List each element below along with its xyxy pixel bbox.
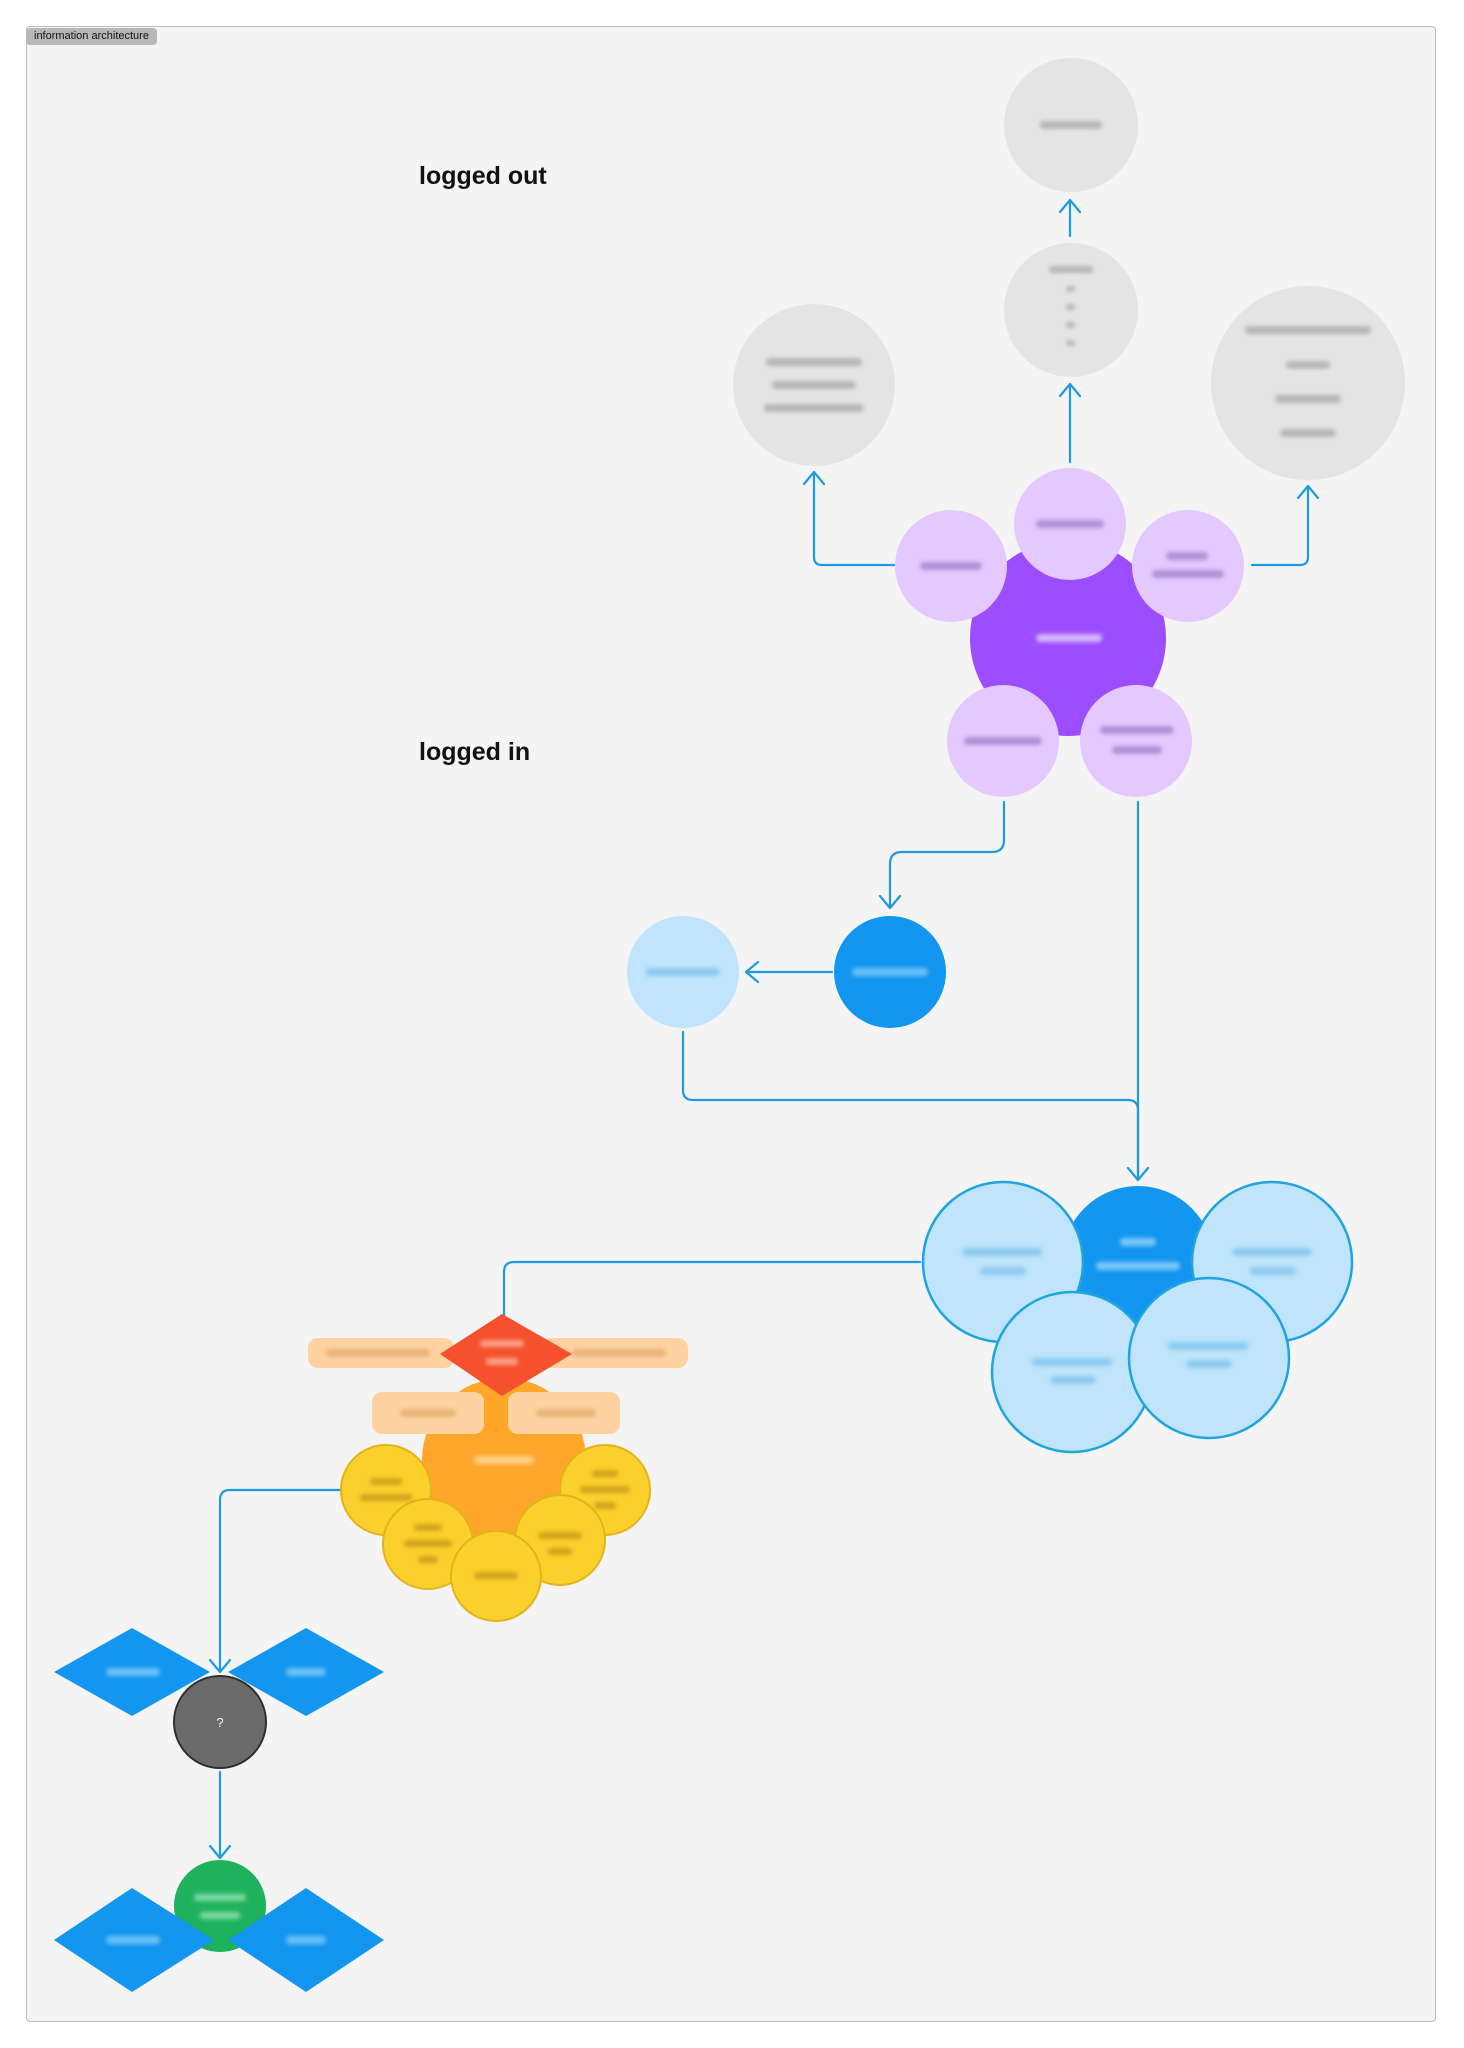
blurred-label — [1096, 1238, 1180, 1270]
decision-label: ? — [216, 1715, 223, 1730]
blurred-label — [326, 1349, 666, 1417]
blurred-label — [106, 1668, 326, 1676]
connector-cluster-to-orange — [502, 1260, 922, 1320]
blurred-label — [1100, 726, 1174, 754]
purple-node-bottom-right[interactable] — [1080, 685, 1192, 797]
red-decision-diamond[interactable] — [440, 1314, 572, 1396]
connector-blue-to-light — [744, 960, 834, 984]
blue-satellite-bottom-right[interactable] — [1127, 1276, 1291, 1440]
connector-yellow-to-diamond — [208, 1488, 342, 1674]
blurred-label — [1040, 121, 1102, 129]
blurred-label — [106, 1894, 326, 1944]
connector-purple-down — [1126, 800, 1150, 1182]
connector-right-branch — [1250, 484, 1320, 567]
blurred-label — [920, 562, 982, 570]
blurred-label — [480, 1340, 524, 1365]
section-label-logged-in: logged in — [419, 738, 531, 766]
connector-top-to-upper — [1058, 198, 1082, 238]
connector-purple-to-blue — [878, 800, 1006, 910]
blurred-label — [1049, 266, 1093, 346]
blurred-label — [1152, 552, 1224, 578]
blurred-label — [962, 1248, 1312, 1384]
connector-left-branch — [802, 470, 896, 567]
connector-light-to-cluster — [681, 1030, 1140, 1178]
frame-title[interactable]: information architecture — [26, 28, 157, 45]
blurred-label — [1036, 520, 1104, 528]
blurred-label — [360, 1470, 630, 1579]
blurred-label — [1036, 634, 1102, 642]
blurred-label — [852, 968, 928, 976]
connectors — [208, 198, 1320, 1860]
connector-grey-to-green — [208, 1770, 232, 1860]
blurred-label — [474, 1456, 534, 1464]
green-node[interactable] — [174, 1860, 266, 1952]
blurred-label — [764, 358, 864, 412]
blurred-label — [1245, 326, 1371, 437]
grey-decision-node[interactable] — [173, 1675, 267, 1769]
purple-node-right[interactable] — [1132, 510, 1244, 622]
section-label-logged-out: logged out — [419, 162, 547, 190]
connector-hub-to-top — [1058, 382, 1082, 464]
blue-cluster-satellites — [921, 1180, 1354, 1454]
blue-satellite-bottom-left[interactable] — [990, 1290, 1154, 1454]
blurred-label — [646, 968, 720, 976]
grey-node-right[interactable] — [1211, 286, 1405, 480]
blurred-label — [964, 737, 1042, 745]
